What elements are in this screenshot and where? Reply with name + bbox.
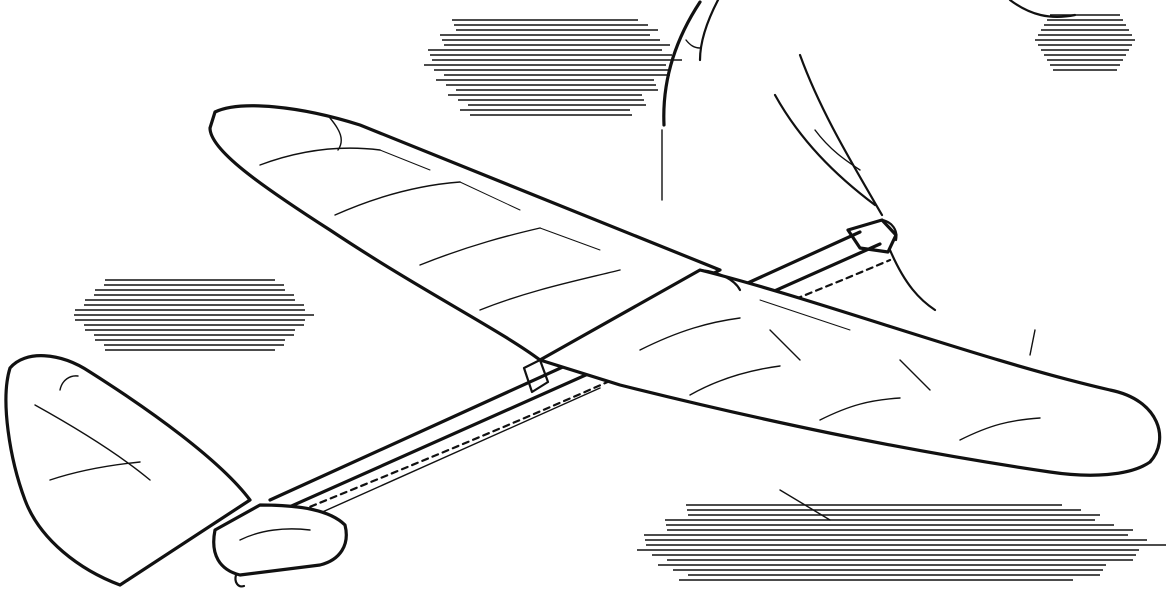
- wing-left: [208, 104, 722, 362]
- cloud-left: [74, 279, 314, 351]
- tail-fin: [4, 354, 252, 587]
- wing-right: [538, 268, 1162, 477]
- propeller: [661, 0, 1077, 521]
- tail-plane: [212, 503, 348, 588]
- nose-bearing: [846, 218, 898, 254]
- cloud-top-center: [424, 19, 682, 116]
- cloud-right-top: [1035, 14, 1135, 71]
- cloud-bottom-right: [637, 504, 1166, 581]
- wing-mount: [522, 358, 550, 394]
